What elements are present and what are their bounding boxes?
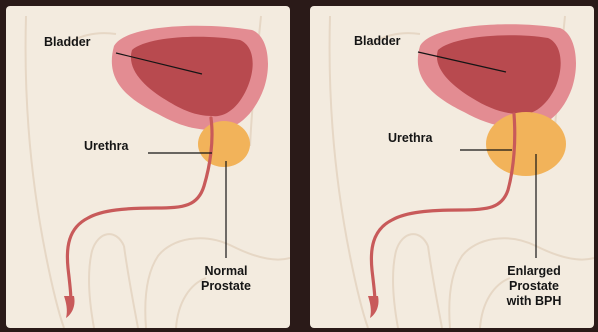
normal-prostate-panel: Bladder Urethra Normal Prostate xyxy=(6,6,290,328)
urethra-label: Urethra xyxy=(84,139,128,154)
prostate-label-line: Normal xyxy=(192,264,260,279)
urethra-tip xyxy=(64,296,75,318)
prostate-label-line: Prostate xyxy=(192,279,260,294)
urethra-label: Urethra xyxy=(388,131,432,146)
prostate-label-line: Enlarged xyxy=(496,264,572,279)
prostate-label-line: Prostate xyxy=(496,279,572,294)
prostate xyxy=(198,121,250,167)
urethra-tip xyxy=(368,296,379,318)
bladder-label: Bladder xyxy=(44,35,91,50)
prostate-label: Enlarged Prostate with BPH xyxy=(496,264,572,309)
bladder-label: Bladder xyxy=(354,34,401,49)
enlarged-prostate-panel: Bladder Urethra Enlarged Prostate with B… xyxy=(310,6,594,328)
prostate-label-line: with BPH xyxy=(496,294,572,309)
prostate-label: Normal Prostate xyxy=(192,264,260,294)
enlarged-prostate xyxy=(486,112,566,176)
